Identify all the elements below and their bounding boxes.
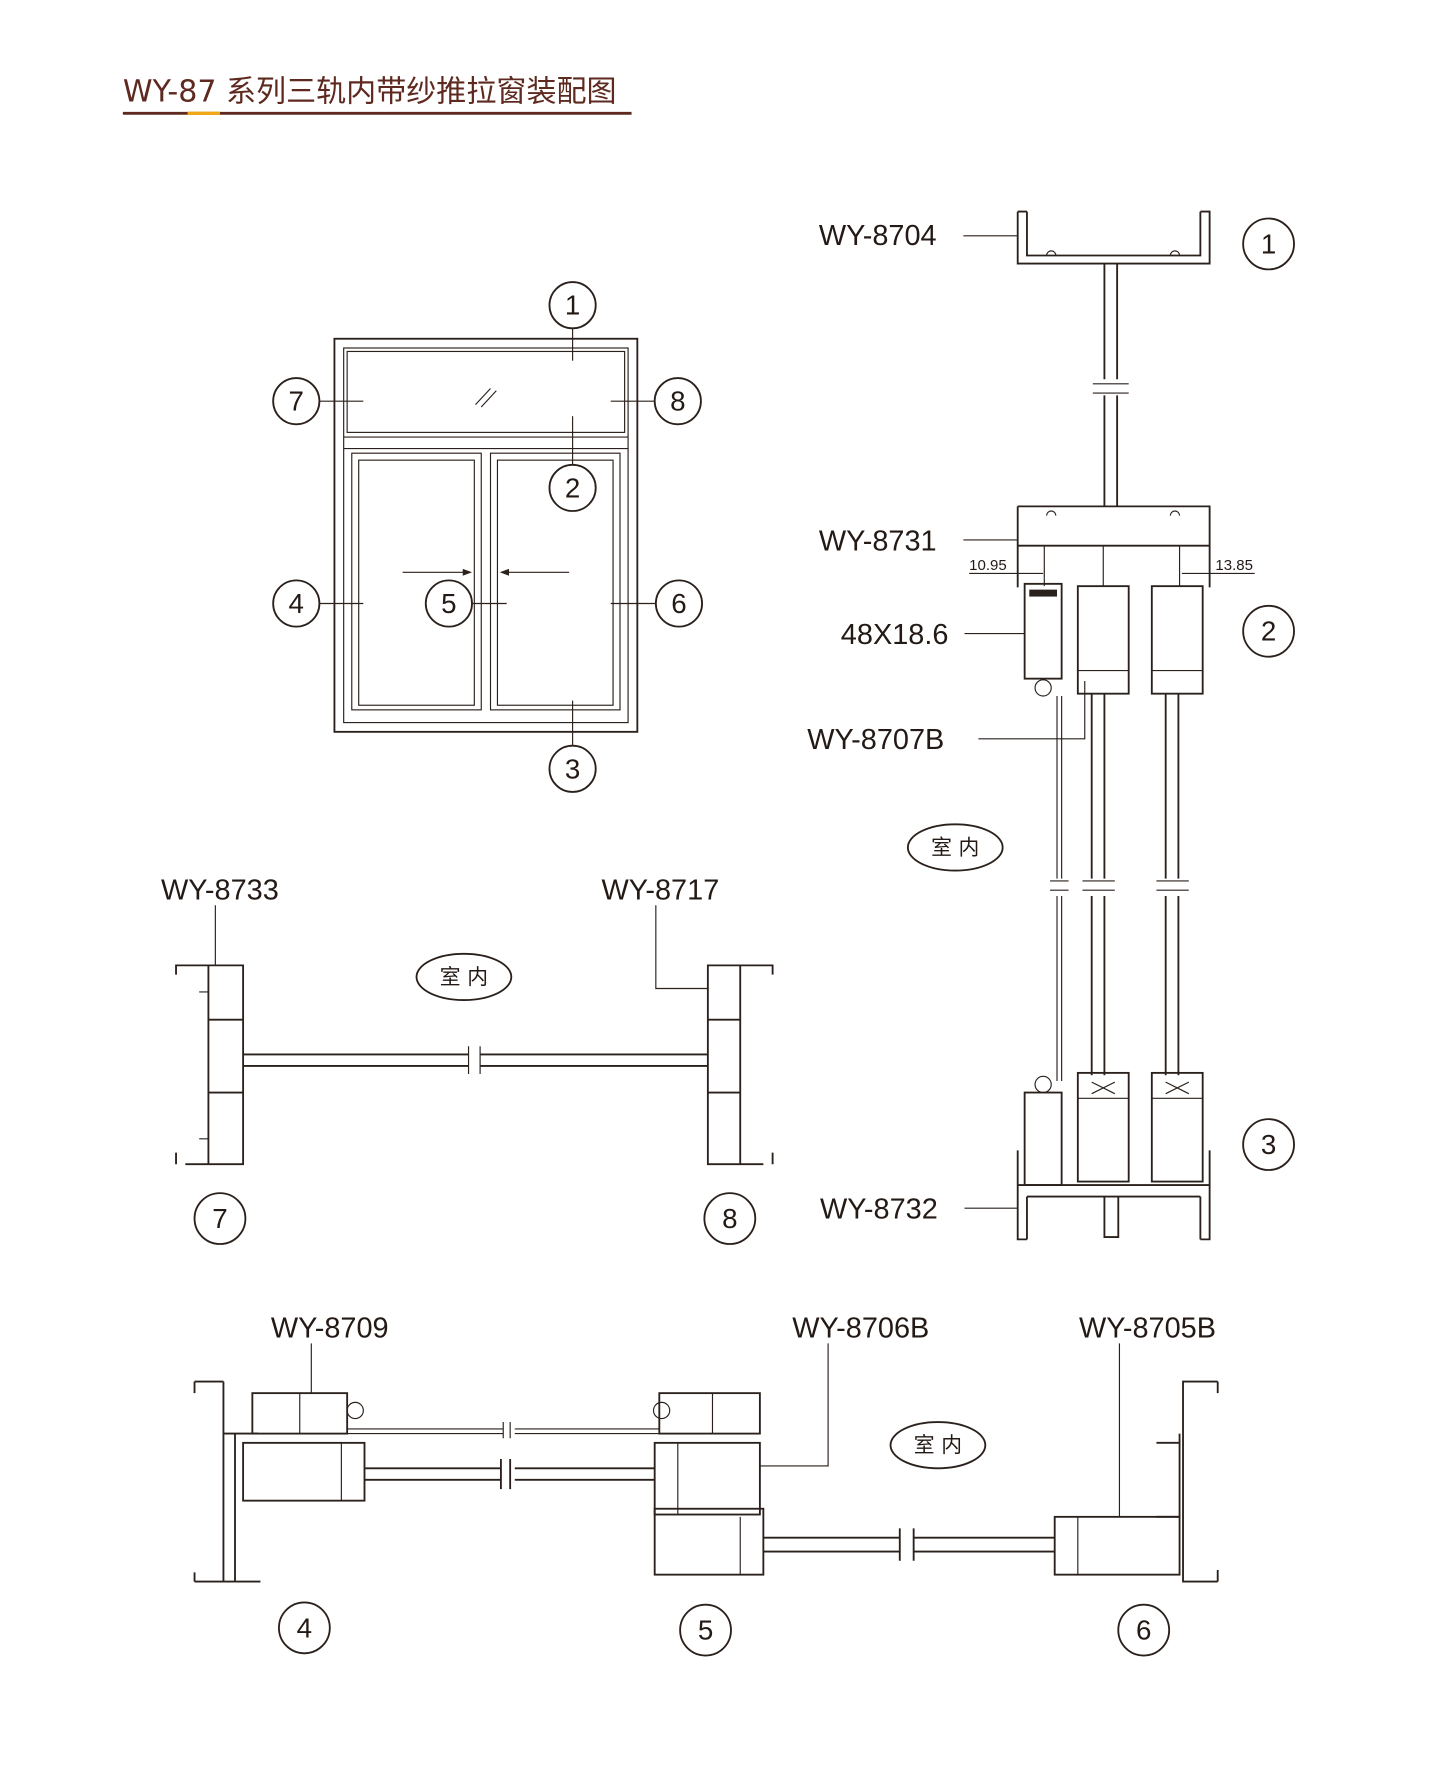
transom-section: WY-8733 WY-8717 室 内 7 8 <box>161 874 774 1245</box>
label-wy-8731: WY-8731 <box>819 525 937 557</box>
vertical-section: WY-8704 WY-8731 10.95 13.85 48X18.6 WY-8… <box>807 210 1295 1241</box>
callout-v3: 3 <box>1242 1118 1295 1171</box>
callout-t8: 8 <box>703 1192 757 1245</box>
label-text: 室 内 <box>440 965 488 989</box>
window-elevation: 1 7 8 2 4 5 6 3 <box>272 281 704 793</box>
callout-v2: 2 <box>1242 604 1295 658</box>
label-text: 6 <box>671 588 686 619</box>
label-wy-8706b: WY-8706B <box>792 1313 929 1345</box>
callout-2: 2 <box>548 463 597 512</box>
label-text: 3 <box>565 753 580 784</box>
callout-h5: 5 <box>679 1603 732 1657</box>
callout-6: 6 <box>654 579 704 628</box>
callout-1: 1 <box>548 281 597 330</box>
callout-4: 4 <box>272 579 321 628</box>
interior-label-vertical: 室 内 <box>906 823 1004 872</box>
label-wy-8717: WY-8717 <box>601 874 719 906</box>
label-text: 2 <box>565 472 580 503</box>
label-text: 5 <box>441 588 456 619</box>
label-text: 7 <box>289 386 304 417</box>
label-text: 7 <box>212 1203 227 1234</box>
label-text: 1 <box>1261 228 1276 259</box>
callout-5: 5 <box>424 579 473 628</box>
label-text: 室 内 <box>914 1433 962 1457</box>
label-wy-8733: WY-8733 <box>161 874 279 906</box>
callout-h4: 4 <box>278 1601 331 1655</box>
label-text: 4 <box>297 1612 312 1643</box>
dim-10-95: 10.95 <box>969 557 1007 574</box>
label-text: 3 <box>1261 1129 1276 1160</box>
callout-h6: 6 <box>1117 1603 1171 1657</box>
horizontal-section: WY-8709 WY-8706B WY-8705B 室 内 4 5 6 <box>193 1313 1219 1657</box>
callout-v1: 1 <box>1242 217 1295 271</box>
interior-label-horizontal: 室 内 <box>889 1421 987 1470</box>
label-text: 8 <box>722 1203 737 1234</box>
label-text: 4 <box>289 588 304 619</box>
label-wy-8704: WY-8704 <box>819 220 937 252</box>
label-wy-8707b: WY-8707B <box>807 724 944 756</box>
label-wy-8709: WY-8709 <box>271 1313 389 1345</box>
callout-3: 3 <box>548 744 597 793</box>
title-text: WY-87 系列三轨内带纱推拉窗装配图 <box>123 75 617 110</box>
dim-13-85: 13.85 <box>1215 557 1253 574</box>
label-text: 8 <box>670 386 685 417</box>
interior-label-transom: 室 内 <box>415 952 513 1001</box>
label-text: 室 内 <box>931 835 979 859</box>
label-text: 6 <box>1136 1615 1151 1646</box>
callout-t7: 7 <box>193 1192 247 1245</box>
drawing-title: WY-87 系列三轨内带纱推拉窗装配图 <box>123 75 632 116</box>
label-wy-8732: WY-8732 <box>820 1194 938 1226</box>
label-text: 2 <box>1261 616 1276 647</box>
label-text: 5 <box>698 1615 713 1646</box>
label-wy-8705b: WY-8705B <box>1079 1313 1216 1345</box>
callout-8: 8 <box>653 377 702 426</box>
label-text: 1 <box>565 290 580 321</box>
callout-7: 7 <box>272 377 321 426</box>
label-screen-size: 48X18.6 <box>841 619 949 651</box>
